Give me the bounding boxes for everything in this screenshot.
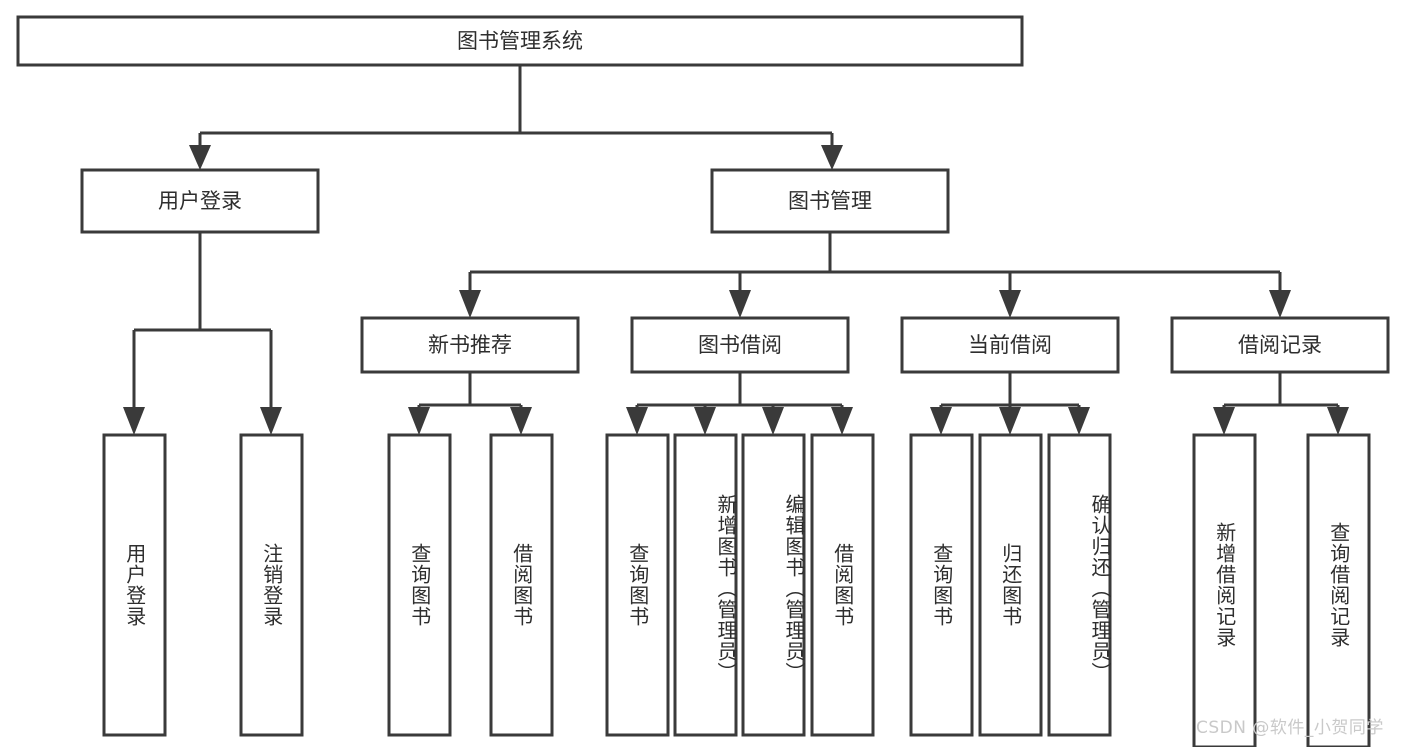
arrow-to-book-manage (821, 145, 843, 170)
book-borrow-label: 图书借阅 (698, 333, 782, 357)
connector-borrow-record-to-leaves (1213, 372, 1349, 435)
leaf-box-return-book[interactable] (978, 433, 1043, 737)
arrow-to-current-borrow (999, 290, 1021, 318)
connector-user-login-to-leaves (123, 232, 282, 435)
node-borrow-record[interactable]: 借阅记录 (1170, 316, 1390, 374)
leaf-box-logout[interactable] (239, 433, 304, 737)
arrow-to-book-borrow (729, 290, 751, 318)
current-borrow-box (900, 316, 1120, 374)
arrow-to-leaf-return-book (999, 407, 1021, 435)
leaf-box-add-book[interactable] (673, 433, 738, 737)
leaf-box-confirm-return[interactable] (1047, 433, 1112, 737)
leaf-box-query-book-1[interactable] (387, 433, 452, 737)
arrow-to-leaf-query-book-3 (930, 407, 952, 435)
user-login-box (80, 168, 320, 234)
leaf-box-edit-book[interactable] (741, 433, 806, 737)
leaf-box-add-borrow-record[interactable] (1192, 433, 1257, 747)
leaf-box-borrow-book-1[interactable] (489, 433, 554, 737)
connector-new-book-recommend-to-leaves (408, 372, 532, 435)
book-manage-label: 图书管理 (788, 189, 872, 213)
arrow-to-leaf-borrow-book-2 (831, 407, 853, 435)
node-current-borrow[interactable]: 当前借阅 (900, 316, 1120, 374)
leaf-box-borrow-book-2[interactable] (810, 433, 875, 737)
arrow-to-leaf-add-book (694, 407, 716, 435)
arrow-to-borrow-record (1269, 290, 1291, 318)
user-login-label: 用户登录 (158, 189, 242, 213)
node-book-borrow[interactable]: 图书借阅 (630, 316, 850, 374)
arrow-to-leaf-edit-book (762, 407, 784, 435)
leaf-box-user-login[interactable] (102, 433, 167, 737)
new-book-recommend-box (360, 316, 580, 374)
node-root[interactable]: 图书管理系统 (16, 15, 1024, 67)
arrow-to-new-book-recommend (459, 290, 481, 318)
root-label: 图书管理系统 (457, 29, 583, 53)
root-box (16, 15, 1024, 67)
connector-book-borrow-to-leaves (626, 372, 853, 435)
leaf-box-query-book-2[interactable] (605, 433, 670, 737)
arrow-to-user-login (189, 145, 211, 170)
arrow-to-leaf-user-login (123, 407, 145, 435)
connector-root-to-level2 (189, 65, 843, 170)
arrow-to-leaf-query-book-2 (626, 407, 648, 435)
node-user-login[interactable]: 用户登录 (80, 168, 320, 234)
arrow-to-leaf-add-borrow-record (1213, 407, 1235, 435)
arrow-to-leaf-confirm-return (1068, 407, 1090, 435)
leaf-box-query-book-3[interactable] (909, 433, 974, 737)
leaf-box-query-borrow-record[interactable] (1306, 433, 1371, 747)
current-borrow-label: 当前借阅 (968, 333, 1052, 357)
node-book-manage[interactable]: 图书管理 (710, 168, 950, 234)
arrow-to-leaf-query-book-1 (408, 407, 430, 435)
arrow-to-leaf-logout (260, 407, 282, 435)
node-new-book-recommend[interactable]: 新书推荐 (360, 316, 580, 374)
borrow-record-label: 借阅记录 (1238, 333, 1322, 357)
arrow-to-leaf-query-borrow-record (1327, 407, 1349, 435)
connector-current-borrow-to-leaves (930, 372, 1090, 435)
connector-book-manage-to-level3 (459, 232, 1291, 318)
new-book-recommend-label: 新书推荐 (428, 333, 512, 357)
arrow-to-leaf-borrow-book-1 (510, 407, 532, 435)
